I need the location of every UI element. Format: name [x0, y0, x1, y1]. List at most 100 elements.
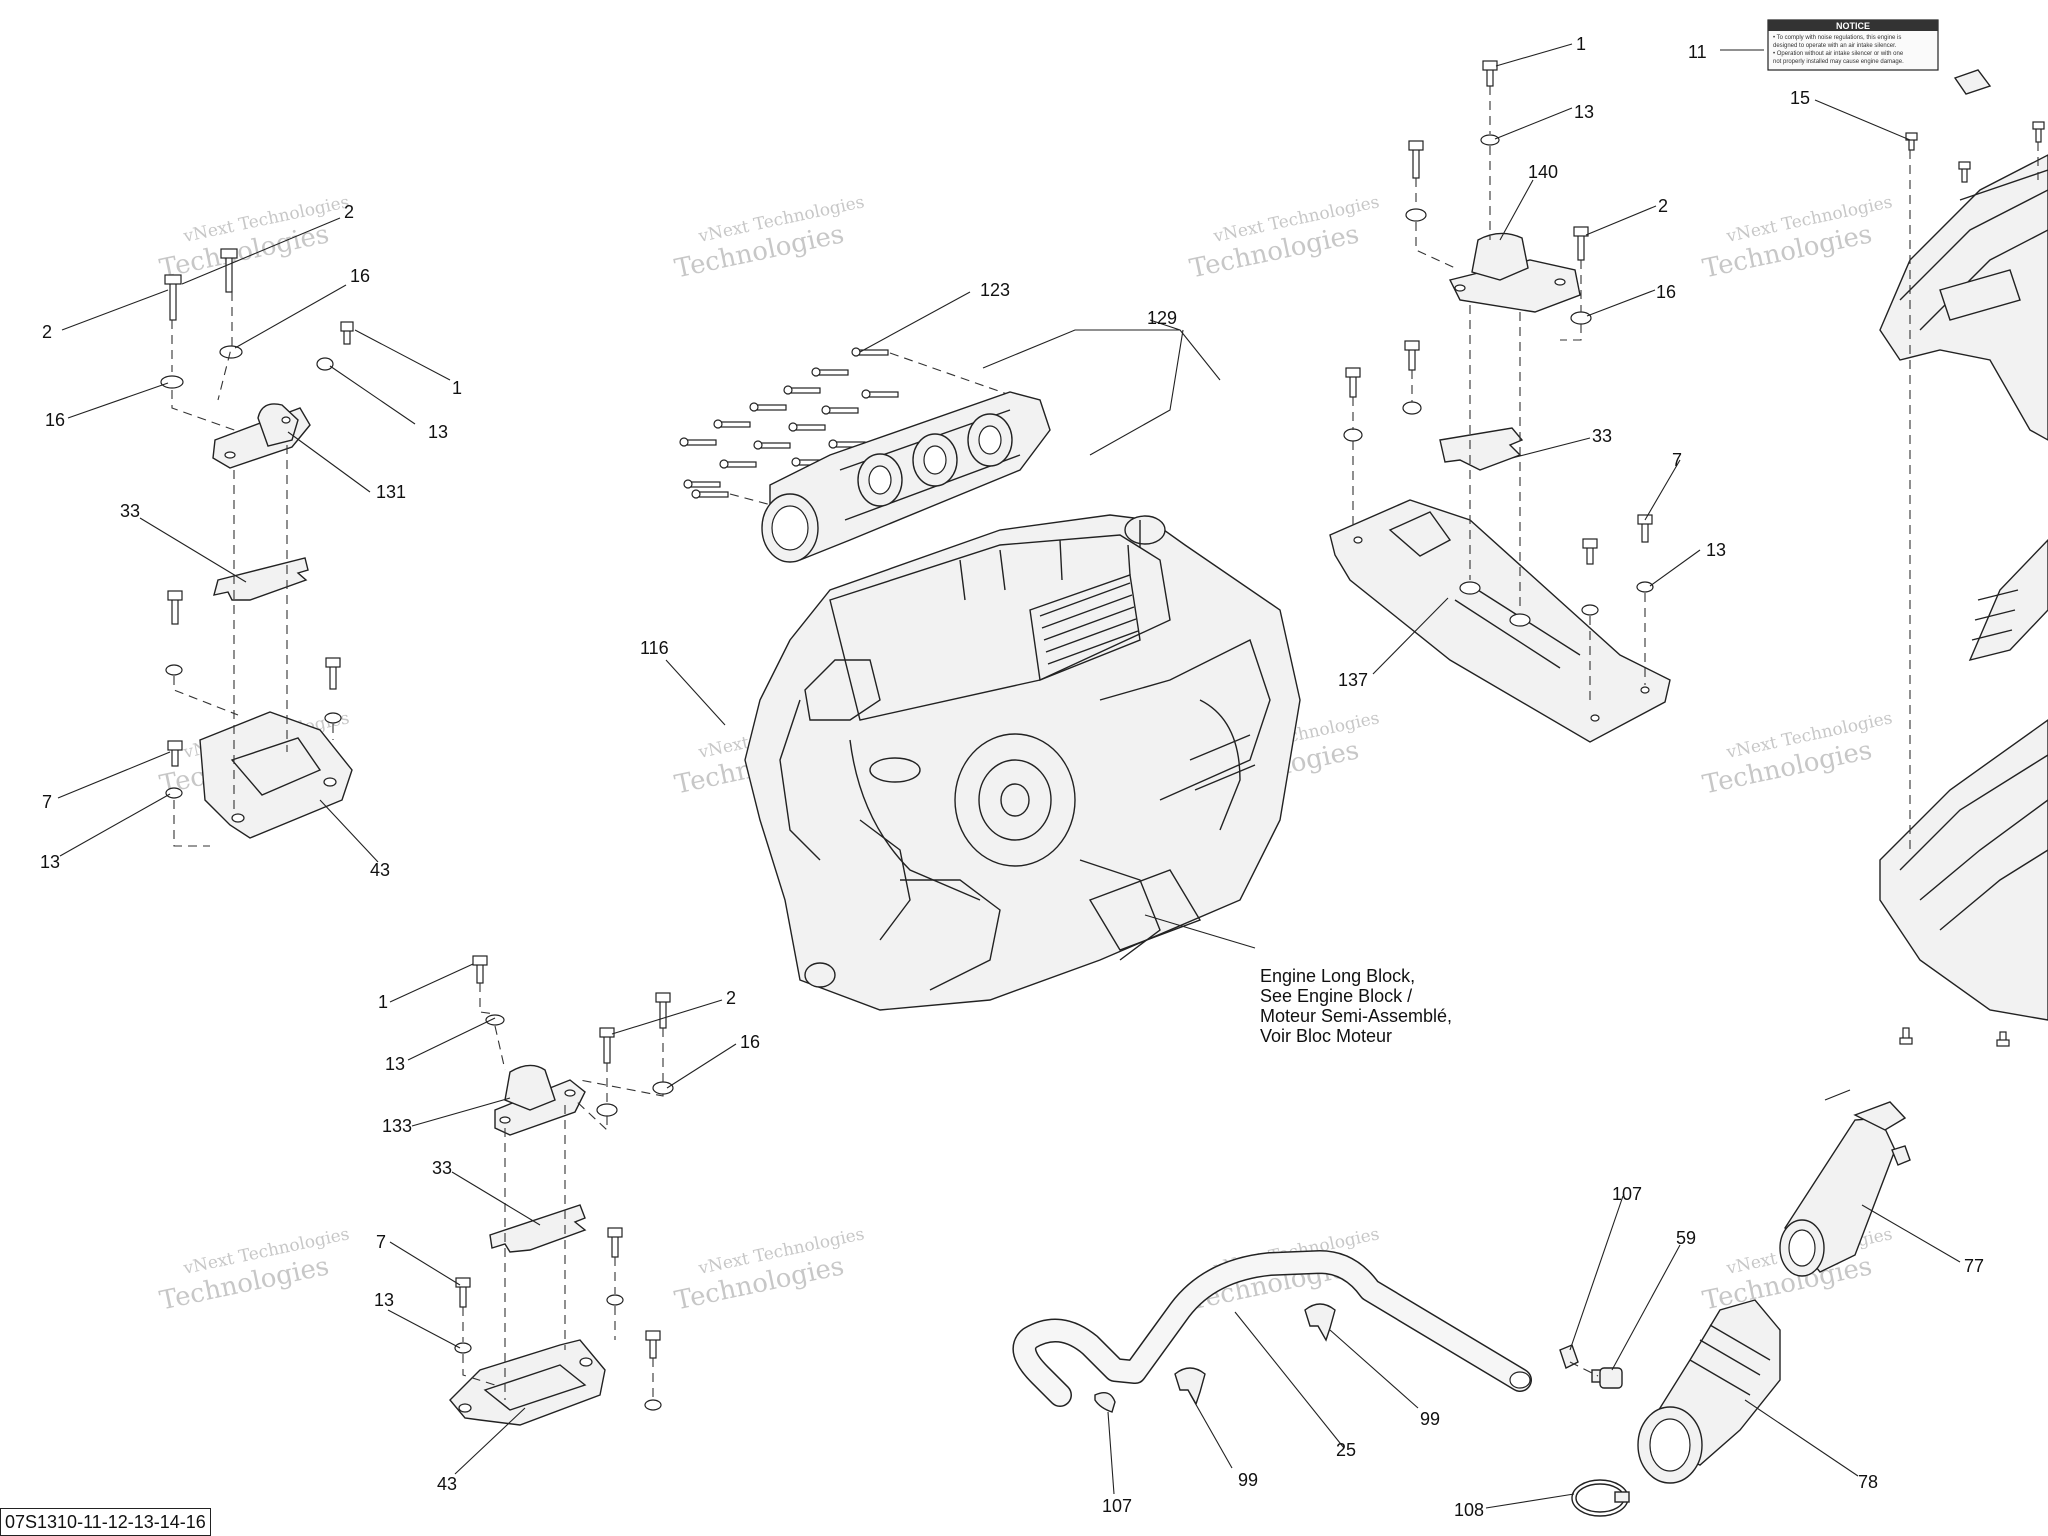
leader-lines [57, 43, 1961, 1509]
notice-title: NOTICE [1836, 21, 1870, 31]
bolt [599, 1027, 615, 1064]
washer [652, 1081, 674, 1095]
bolt [1404, 340, 1420, 371]
callout-label: 2 [1658, 196, 1668, 216]
callout-label: 107 [1102, 1496, 1132, 1516]
washer [316, 357, 334, 371]
hose-clamp [1559, 1344, 1579, 1369]
callout-label: 16 [740, 1032, 760, 1052]
notice-line: • To comply with noise regulations, this… [1773, 35, 1901, 41]
callout-label: 43 [370, 860, 390, 880]
bolt [607, 1227, 623, 1258]
alignment-line [889, 352, 1011, 396]
intake-duct-78 [1637, 1299, 1781, 1484]
callout-label: 1 [1576, 34, 1586, 54]
callout-label: 13 [1706, 540, 1726, 560]
callout-label: 16 [350, 266, 370, 286]
engine-mount-140 [1448, 232, 1581, 313]
bolt [645, 1330, 661, 1359]
alignment-line [1569, 1361, 1599, 1377]
intake-manifold-assembly [679, 347, 1051, 563]
callout-label: 116 [640, 638, 669, 658]
bolt [340, 321, 354, 345]
callout-label: 7 [1672, 450, 1682, 470]
bolt [325, 657, 341, 690]
watermark: vNext Technologies Technologies [1187, 192, 1381, 284]
callout-label: 108 [1454, 1500, 1484, 1520]
callout-label: 123 [980, 280, 1010, 300]
hose-clamp-108 [1571, 1479, 1630, 1517]
callout-label: 1 [378, 992, 388, 1012]
notice-decal: NOTICE • To comply with noise regulation… [1767, 19, 1992, 95]
engine-note-line: Voir Bloc Moteur [1260, 1026, 1392, 1046]
bolt [1482, 60, 1498, 87]
engine-long-block [744, 514, 1301, 1011]
diagram-reference-code: 07S1310-11-12-13-14-16 [0, 1508, 211, 1536]
washer [324, 712, 342, 724]
engine-note-line: See Engine Block / [1260, 986, 1412, 1006]
engine-mount-131 [212, 403, 311, 469]
engine-mount-133 [494, 1064, 586, 1136]
callout-label: 2 [42, 322, 52, 342]
callout-label: 129 [1147, 308, 1177, 328]
callout-label: 107 [1612, 1184, 1642, 1204]
callout-label: 15 [1790, 88, 1810, 108]
alignment-line [479, 983, 496, 1015]
engine-note-line: Moteur Semi-Assemblé, [1260, 1006, 1452, 1026]
engine-note-line: Engine Long Block, [1260, 966, 1415, 986]
alignment-line [171, 390, 241, 433]
bolt [472, 955, 488, 984]
hose-clip-99 [1304, 1303, 1336, 1342]
washer [219, 345, 243, 359]
notice-line: • Operation without air intake silencer … [1773, 51, 1904, 57]
callout-label: 77 [1964, 1256, 1984, 1276]
bolt [167, 740, 183, 767]
notice-line: not properly installed may cause engine … [1773, 59, 1904, 65]
washer [644, 1399, 662, 1411]
callout-label: 133 [382, 1116, 412, 1136]
rear-mount-assembly [1329, 60, 1671, 743]
bolt [1573, 226, 1589, 261]
intake-manifold [761, 391, 1051, 563]
callout-label: 11 [1688, 42, 1707, 62]
washer [1636, 581, 1654, 593]
callout-label: 137 [1338, 670, 1368, 690]
washer [1570, 311, 1592, 325]
bolt [2032, 121, 2045, 143]
alignment-line [579, 1028, 664, 1097]
mount-bracket-137 [1329, 499, 1671, 743]
engine-long-block-note: Engine Long Block, See Engine Block / Mo… [1260, 966, 1452, 1046]
bolt [1345, 367, 1361, 398]
callout-label: 13 [385, 1054, 405, 1074]
alignment-line [217, 292, 233, 401]
watermark: vNext Technologies Technologies [157, 192, 351, 284]
washer [165, 664, 183, 676]
washer [160, 375, 184, 389]
washer [1480, 134, 1500, 146]
washer [1343, 428, 1363, 442]
callout-label: 131 [376, 482, 406, 502]
alignment-line [1415, 222, 1456, 269]
callout-label: 2 [344, 202, 354, 222]
callout-label: 7 [376, 1232, 386, 1252]
callout-label: 99 [1238, 1470, 1258, 1490]
callout-label: 25 [1336, 1440, 1356, 1460]
front-left-mount-assembly [160, 248, 354, 847]
hose-25 [1012, 1250, 1532, 1407]
alignment-line [1560, 324, 1582, 341]
callout-label: 7 [42, 792, 52, 812]
alignment-line [462, 1307, 496, 1386]
callout-label: 33 [120, 501, 140, 521]
watermark: vNext Technologies Technologies [672, 1224, 866, 1316]
watermark: vNext Technologies Technologies [157, 1224, 351, 1316]
notice-line: designed to operate with an air intake s… [1773, 43, 1897, 49]
washer [1402, 401, 1422, 415]
callout-label: 16 [45, 410, 65, 430]
watermark: vNext Technologies Technologies [1700, 708, 1894, 800]
washer [1405, 208, 1427, 222]
watermark: vNext Technologies Technologies [672, 192, 866, 284]
callout-label: 13 [374, 1290, 394, 1310]
callout-label: 59 [1676, 1228, 1696, 1248]
callout-label: 43 [437, 1474, 457, 1494]
